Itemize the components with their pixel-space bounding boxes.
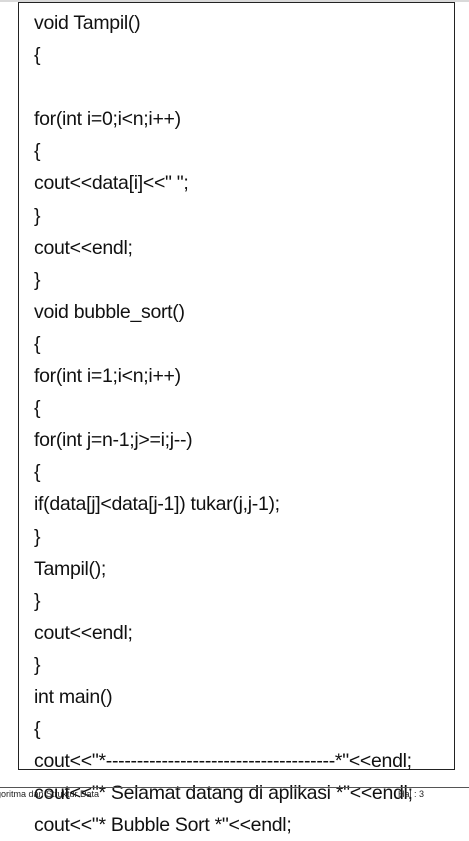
- code-listing-box: void Tampil() { for(int i=0;i<n;i++) { c…: [18, 2, 455, 836]
- code-lines: void Tampil() { for(int i=0;i<n;i++) { c…: [34, 7, 413, 841]
- code-line: }: [34, 268, 41, 291]
- code-line: cout<<"* Bubble Sort *"<<endl;: [34, 814, 292, 837]
- code-line: {: [34, 332, 41, 355]
- code-line: cout<<endl;: [34, 236, 133, 259]
- code-line: for(int i=0;i<n;i++): [34, 108, 181, 131]
- code-line: void Tampil(): [34, 12, 141, 34]
- footer-rule: [0, 787, 469, 788]
- code-line: for(int j=n-1;j>=i;j--): [34, 429, 193, 452]
- code-line: cout<<endl;: [34, 621, 133, 644]
- code-line: cout<<"*--------------------------------…: [34, 750, 412, 773]
- code-line: {: [34, 140, 41, 163]
- footer-course-title: lgoritma dan Struktur Data: [0, 789, 100, 799]
- page-top-rule: [0, 0, 469, 2]
- code-line: {: [34, 44, 41, 67]
- code-line: {: [34, 461, 41, 484]
- code-line: Tampil();: [34, 557, 107, 580]
- code-line: }: [34, 589, 41, 612]
- footer-page-number: Hal : 3: [398, 789, 425, 799]
- code-line: int main(): [34, 685, 113, 708]
- code-line: }: [34, 653, 41, 676]
- code-line: {: [34, 397, 41, 420]
- code-line: {: [34, 718, 41, 741]
- code-line: [34, 71, 413, 103]
- code-line: for(int i=1;i<n;i++): [34, 365, 181, 388]
- code-line: }: [34, 525, 41, 548]
- code-line: if(data[j]<data[j-1]) tukar(j,j-1);: [34, 493, 280, 516]
- code-line: }: [34, 204, 41, 227]
- code-line: void bubble_sort(): [34, 300, 185, 323]
- code-line: cout<<data[i]<<" ";: [34, 172, 189, 195]
